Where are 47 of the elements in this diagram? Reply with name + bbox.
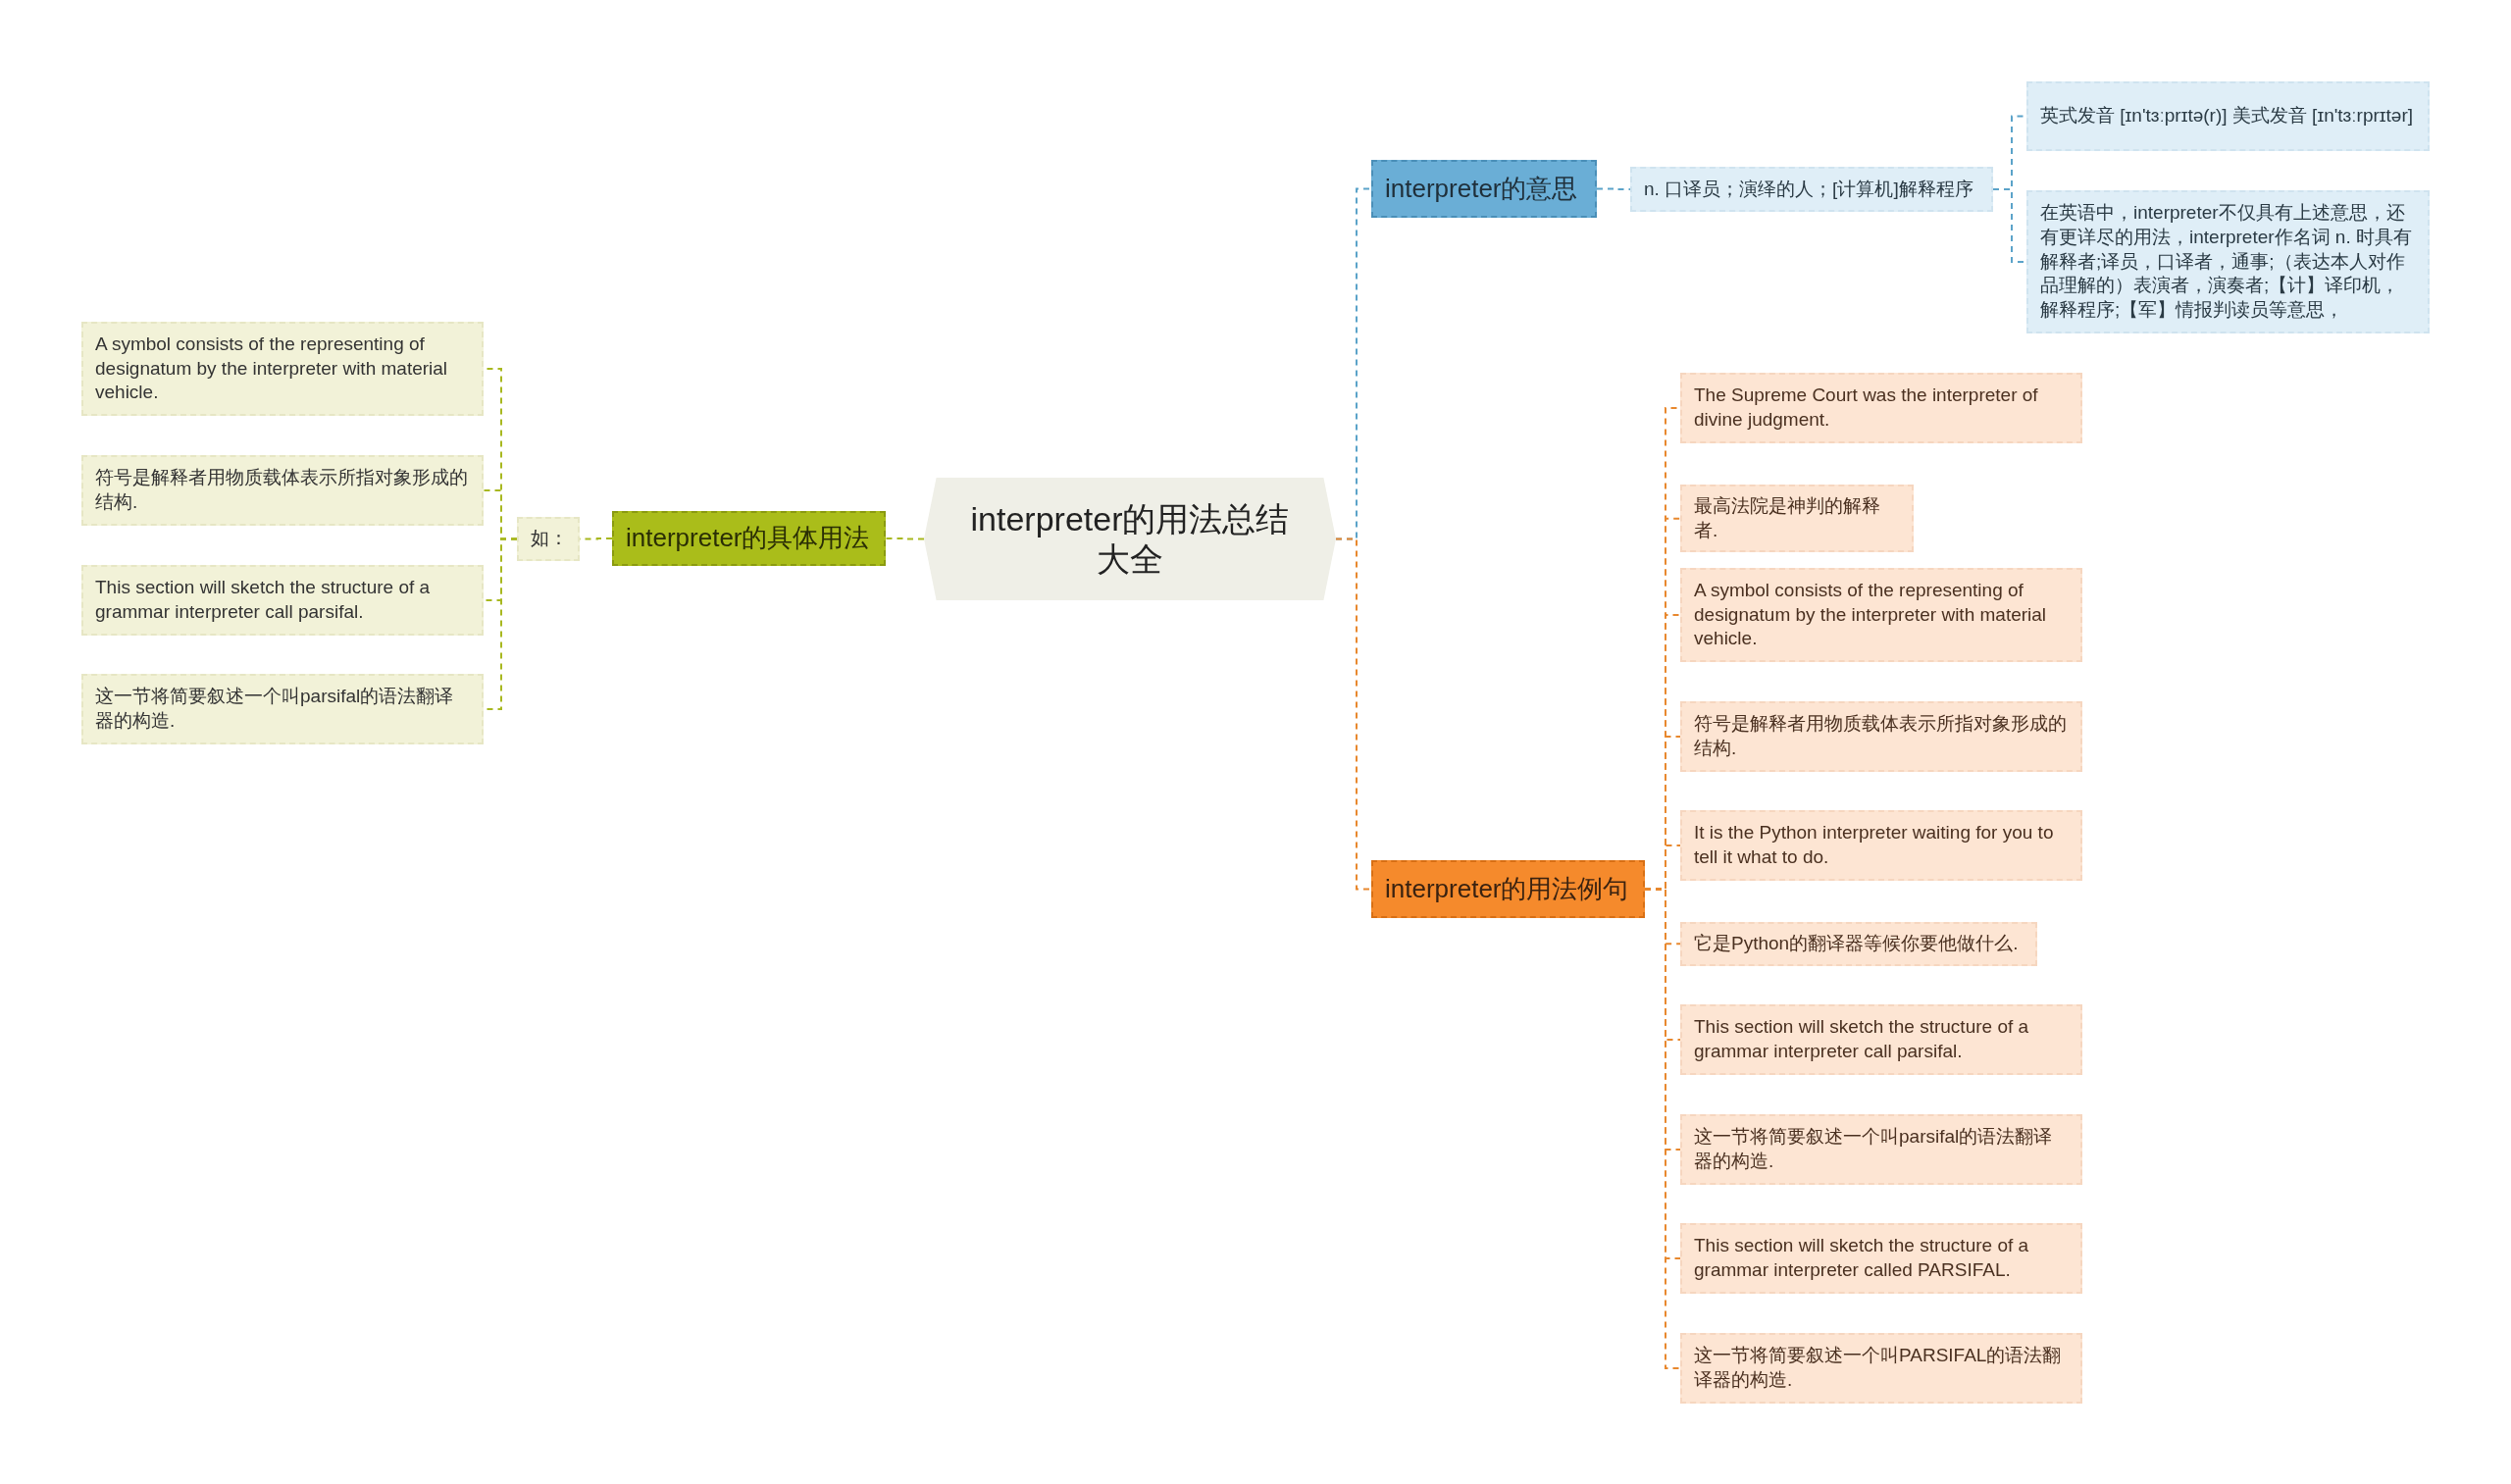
example-box <box>1680 810 2082 881</box>
note-text: 在英语中，interpreter不仅具有上述意思，还有更详尽的用法，interpreter作名词 n. 时具有解释者;译员，口译者，通事;（表达本人对作品理解的）表演者，演奏者;【计】译印机，解释程序;【军】情报判读员等意思， <box>2040 201 2413 323</box>
example-box <box>1680 1114 2082 1185</box>
branch-box <box>612 511 886 566</box>
example-text: 这一节将简要叙述一个叫PARSIFAL的语法翻译器的构造. <box>1694 1344 2063 1392</box>
note-text: n. 口译员；演绎的人；[计算机]解释程序 <box>1644 177 1974 201</box>
branch-text: interpreter的用法例句 <box>1385 872 1630 905</box>
connector-line <box>1596 187 1631 190</box>
branch-box <box>1371 160 1597 218</box>
example-text: A symbol consists of the representing of designatum by the interpreter with material vehicle. <box>1694 578 2048 651</box>
example-text: 如： <box>531 527 566 551</box>
example-box <box>81 322 484 416</box>
branch-text: interpreter的意思 <box>1385 172 1579 205</box>
example-text: 符号是解释者用物质载体表示所指对象形成的结构. <box>1694 712 2068 760</box>
note-text: 英式发音 [ɪn'tɜːprɪtə(r)] 美式发音 [ɪn'tɜːrprɪtər] <box>2040 104 2415 128</box>
topic-text: interpreter的用法总结大全 <box>969 498 1291 580</box>
example-text: 它是Python的翻译器等候你要他做什么. <box>1694 932 2020 955</box>
example-text: The Supreme Court was the interpreter of divine judgment. <box>1694 384 2039 432</box>
example-box <box>1680 485 1914 553</box>
connector-line <box>1335 537 1372 891</box>
example-text: A symbol consists of the representing of designatum by the interpreter with material vehicle. <box>95 332 449 405</box>
example-box <box>1680 1223 2082 1294</box>
example-text: 最高法院是神判的解释者. <box>1694 494 1881 542</box>
example-text: This section will sketch the structure of a grammar interpreter called PARSIFAL. <box>1694 1234 2030 1282</box>
note-box <box>2026 81 2430 151</box>
example-box <box>1680 701 2082 772</box>
example-box <box>1680 1333 2082 1404</box>
example-box <box>1680 373 2082 443</box>
example-text: This section will sketch the structure of a grammar interpreter call parsifal. <box>1694 1015 2030 1063</box>
branch-text: interpreter的具体用法 <box>626 522 871 555</box>
example-box <box>81 455 484 526</box>
example-text: 这一节将简要叙述一个叫parsifal的语法翻译器的构造. <box>1694 1125 2054 1173</box>
note-box <box>1630 167 1993 212</box>
example-box <box>1680 1004 2082 1075</box>
central-topic <box>924 478 1336 600</box>
example-box <box>1680 922 2037 966</box>
example-box <box>517 517 580 561</box>
example-text: 这一节将简要叙述一个叫parsifal的语法翻译器的构造. <box>95 685 455 733</box>
example-text: It is the Python interpreter waiting for you to tell it what to do. <box>1694 821 2055 869</box>
example-text: 符号是解释者用物质载体表示所指对象形成的结构. <box>95 466 469 514</box>
connector-line <box>885 537 925 540</box>
note-box <box>2026 190 2430 333</box>
example-box <box>81 674 484 744</box>
example-text: This section will sketch the structure of a grammar interpreter call parsifal. <box>95 576 432 624</box>
example-box <box>81 565 484 636</box>
branch-box <box>1371 860 1645 918</box>
example-box <box>1680 568 2082 662</box>
